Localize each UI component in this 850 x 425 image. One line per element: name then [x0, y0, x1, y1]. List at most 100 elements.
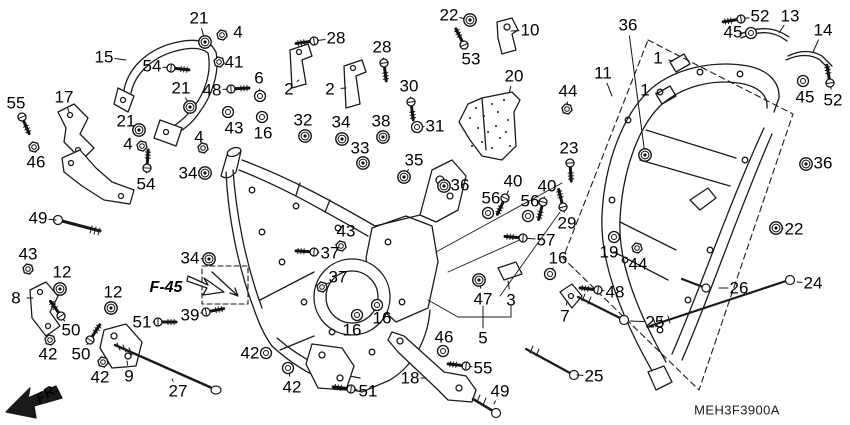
- part-none-glyph: [629, 320, 645, 323]
- part-washer-glyph: [259, 346, 273, 360]
- part-none-glyph: [812, 39, 819, 53]
- part-washer-glyph: [607, 230, 621, 244]
- part-collar-glyph: [335, 132, 349, 146]
- part-collar-glyph: [298, 129, 312, 143]
- section-ref-label: F-45: [149, 279, 183, 296]
- part-collar-glyph: [472, 273, 486, 289]
- part-bolt-glyph: [495, 190, 510, 216]
- part-bolt-glyph: [565, 158, 575, 183]
- part-collar-glyph: [437, 179, 451, 193]
- part-bolt-glyph: [222, 84, 251, 94]
- part-bolt-glyph: [406, 96, 417, 122]
- f45-callout-box: [186, 265, 249, 305]
- part-bolt-glyph: [331, 384, 358, 394]
- part-washer-glyph: [543, 267, 557, 281]
- part-nut-glyph: [44, 334, 56, 346]
- part-none-glyph: [66, 106, 70, 113]
- wire-14: [689, 50, 833, 211]
- part-bolt-glyph: [162, 63, 191, 73]
- part-nut-glyph: [197, 142, 209, 154]
- part-collar-glyph: [53, 282, 67, 296]
- part-washer-glyph: [481, 206, 495, 220]
- part-bolt-glyph: [294, 247, 320, 257]
- brackets-2: [289, 43, 367, 109]
- assembly-rails: [435, 182, 563, 297]
- part-bolt-glyph: [824, 63, 835, 90]
- part-bolt-glyph: [294, 36, 326, 47]
- bracket-18: [387, 331, 477, 403]
- part-none-glyph: [48, 218, 57, 221]
- part-bolt-glyph: [454, 27, 469, 50]
- part-collar-glyph: [183, 97, 197, 114]
- part-bolt-glyph: [200, 305, 226, 317]
- part-collar-glyph: [132, 123, 146, 137]
- part-nut-glyph: [335, 240, 347, 252]
- part-collar-glyph: [769, 221, 784, 235]
- part-nut-glyph: [22, 263, 34, 275]
- rear-subframe: [601, 63, 780, 391]
- part-nut-glyph: [136, 140, 148, 152]
- part-collar-glyph: [356, 156, 370, 170]
- part-bolt-glyph: [503, 233, 536, 243]
- subframe-dashed-outline: [562, 39, 794, 391]
- part-washer-glyph: [253, 88, 267, 103]
- part-collar-glyph: [200, 252, 216, 266]
- part-bolt-glyph: [536, 196, 548, 221]
- fr-arrow-icon: [5, 385, 63, 419]
- part-washer-glyph: [350, 308, 364, 322]
- part-washer-glyph: [521, 209, 535, 223]
- part-nut-glyph: [97, 356, 109, 368]
- part-nut-glyph: [28, 141, 40, 153]
- part-collar-glyph: [198, 166, 212, 180]
- part-none-glyph: [508, 86, 512, 94]
- bracket-5-lines: [427, 299, 512, 329]
- splash-guard-20: [458, 91, 521, 161]
- bracket-17: [57, 103, 95, 161]
- part-collar-glyph: [628, 35, 652, 162]
- part-none-glyph: [778, 24, 785, 34]
- part-none-glyph: [126, 360, 129, 366]
- part-washer-glyph: [370, 298, 384, 312]
- part-bolt-glyph: [17, 112, 32, 136]
- part-washer-glyph: [436, 344, 450, 358]
- part-nut-glyph: [216, 29, 228, 41]
- part-bolt-glyph: [721, 14, 750, 25]
- part-collar-glyph: [376, 130, 390, 144]
- part-none-glyph: [493, 400, 496, 405]
- part-none-glyph: [296, 79, 300, 83]
- part-collar-glyph: [104, 301, 118, 315]
- diagram-code: MEH3F3900A: [694, 402, 780, 418]
- bracket-46-49: [52, 149, 135, 236]
- part-bolt-glyph: [556, 188, 568, 213]
- bracket-10: [496, 17, 519, 55]
- part-none-glyph: [114, 57, 127, 61]
- part-bolt-glyph: [379, 57, 390, 83]
- part-nut-glyph: [631, 242, 643, 254]
- part-collar-glyph: [799, 157, 813, 171]
- part-washer-glyph: [281, 361, 295, 377]
- part-none-glyph: [668, 59, 674, 62]
- part-washer-glyph: [743, 26, 758, 40]
- part-bolt-glyph: [446, 361, 473, 371]
- part-bolt-glyph: [152, 317, 178, 327]
- part-collar-glyph: [459, 13, 477, 27]
- part-nut-glyph: [213, 56, 225, 68]
- part-bolt-glyph: [578, 285, 605, 295]
- long-bolts: [113, 274, 796, 419]
- part-none-glyph: [171, 378, 174, 382]
- part-nut-glyph: [316, 281, 330, 293]
- part-bolt-glyph: [49, 299, 66, 322]
- main-frame: [220, 146, 467, 393]
- part-collar-glyph: [397, 168, 411, 184]
- part-washer-glyph: [221, 105, 235, 119]
- part-none-glyph: [565, 300, 568, 306]
- part-none-glyph: [507, 280, 510, 290]
- part-washer-glyph: [255, 110, 269, 124]
- part-washer-glyph: [410, 120, 425, 134]
- part-bolt-glyph: [85, 323, 102, 346]
- engine-guard-15: [113, 39, 218, 147]
- part-bolt-glyph: [142, 148, 152, 174]
- plates-3-7: [497, 261, 583, 309]
